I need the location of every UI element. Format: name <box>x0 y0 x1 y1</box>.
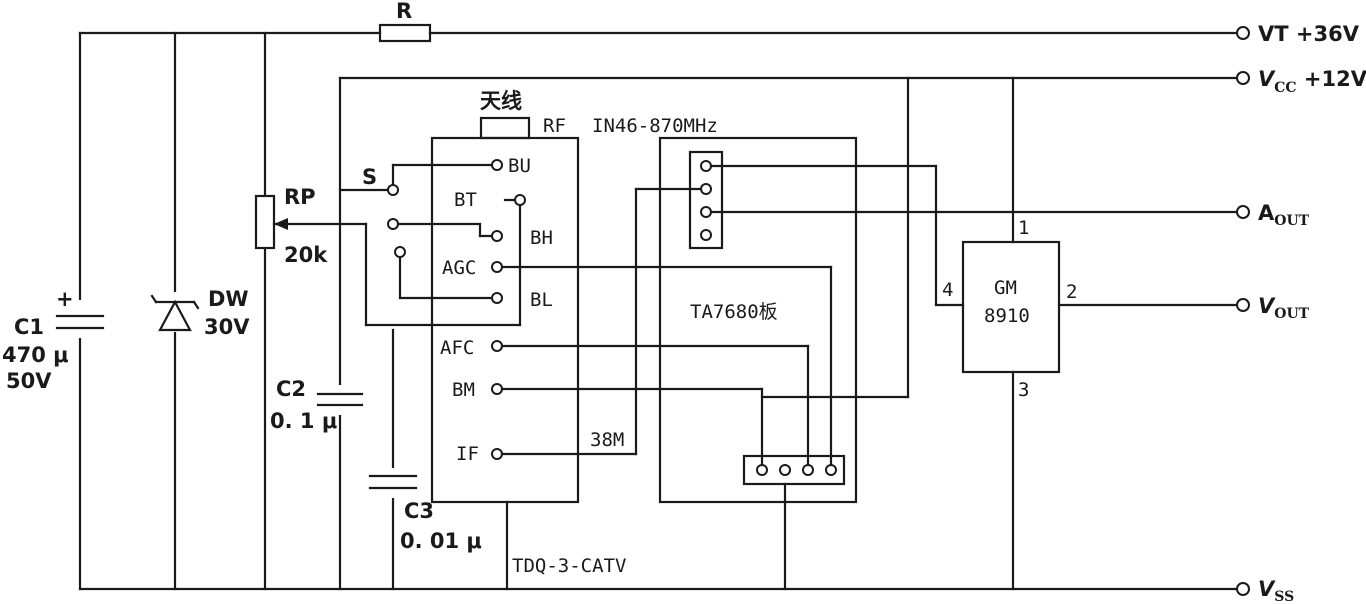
switch-s <box>338 163 522 327</box>
label-ic-pin2: 2 <box>1066 281 1077 303</box>
label-ic-pin1: 1 <box>1018 217 1029 239</box>
label-dw: DW <box>208 287 249 311</box>
capacitor-c3 <box>368 468 418 498</box>
label-r: R <box>396 0 412 23</box>
label-c3-value: 0. 01 μ <box>400 529 482 553</box>
label-pin-bu: BU <box>508 155 531 177</box>
terminal-vout <box>1236 298 1250 312</box>
tuner-pin-bh <box>491 230 503 242</box>
tuner-pin-bm <box>491 383 503 395</box>
tuner-pin-bl <box>491 292 503 304</box>
label-pin-bl: BL <box>530 289 553 311</box>
label-vout-sub: OUT <box>1274 306 1309 322</box>
label-rp-value: 20k <box>284 243 328 267</box>
label-c2-value: 0. 1 μ <box>270 409 337 433</box>
label-c3: C3 <box>404 499 434 523</box>
label-38m: 38M <box>590 429 624 451</box>
capacitor-c2 <box>316 385 364 415</box>
label-aout: AOUT <box>1258 201 1310 229</box>
label-c1-value1: 470 μ <box>2 343 69 367</box>
label-tuner-name: TDQ-3-CATV <box>512 555 626 577</box>
terminal-vcc <box>1236 71 1250 85</box>
board-connector-top <box>688 150 724 250</box>
label-vss: VSS <box>1258 577 1294 604</box>
label-freq: IN46-870MHz <box>592 115 718 137</box>
tuner-pin-bu <box>491 159 503 171</box>
label-ic-pin4: 4 <box>942 279 953 301</box>
label-c2: C2 <box>276 377 306 401</box>
label-ic-pin3: 3 <box>1018 379 1029 401</box>
zener-dw <box>150 292 200 332</box>
resistor-r <box>378 23 432 43</box>
vt-rail <box>78 23 1240 43</box>
label-vcc-rest: +12V <box>1297 67 1366 91</box>
tuner-pin-afc <box>491 340 503 352</box>
label-vss-main: V <box>1258 577 1276 601</box>
label-pin-bt: BT <box>454 189 477 211</box>
label-pin-bm: BM <box>452 379 475 401</box>
label-dw-value: 30V <box>204 315 250 339</box>
label-vss-sub: SS <box>1274 589 1294 604</box>
tuner-pin-bt <box>514 194 526 206</box>
board-connector-bottom <box>742 454 846 486</box>
terminal-aout <box>1236 205 1250 219</box>
label-antenna: 天线 <box>480 89 522 113</box>
label-rf: RF <box>543 115 566 137</box>
potentiometer-rp <box>254 194 368 250</box>
label-pin-agc: AGC <box>442 257 476 279</box>
tuner-pin-if <box>491 448 503 460</box>
label-pin-afc: AFC <box>440 337 474 359</box>
label-aout-main: A <box>1258 201 1275 225</box>
label-rp: RP <box>284 185 316 209</box>
tuner-module <box>430 116 580 591</box>
capacitor-c1 <box>55 300 105 338</box>
label-c1-value2: 50V <box>6 369 52 393</box>
label-aout-sub: OUT <box>1274 213 1309 229</box>
label-ic-name2: 8910 <box>984 305 1030 327</box>
terminal-vss <box>1236 582 1250 596</box>
antenna-connector <box>479 116 531 140</box>
label-vt: VT +36V <box>1258 22 1360 46</box>
ta7680-board <box>658 136 858 504</box>
ic-gm8910 <box>961 76 1240 591</box>
tuner-pin-agc <box>491 261 503 273</box>
label-vcc: VCC +12V <box>1258 67 1366 96</box>
label-vcc-sub: CC <box>1274 80 1296 96</box>
label-c1-plus: + <box>56 287 74 311</box>
label-c1: C1 <box>14 315 44 339</box>
label-vout: VOUT <box>1258 294 1310 322</box>
label-pin-bh: BH <box>530 227 553 249</box>
label-pin-if: IF <box>456 443 479 465</box>
label-vcc-main: V <box>1258 67 1276 91</box>
label-ic-name1: GM <box>994 277 1017 299</box>
label-s: S <box>362 165 377 189</box>
terminal-vt <box>1236 26 1250 40</box>
label-ta7680: TA7680板 <box>690 301 778 323</box>
label-vout-main: V <box>1258 294 1276 318</box>
